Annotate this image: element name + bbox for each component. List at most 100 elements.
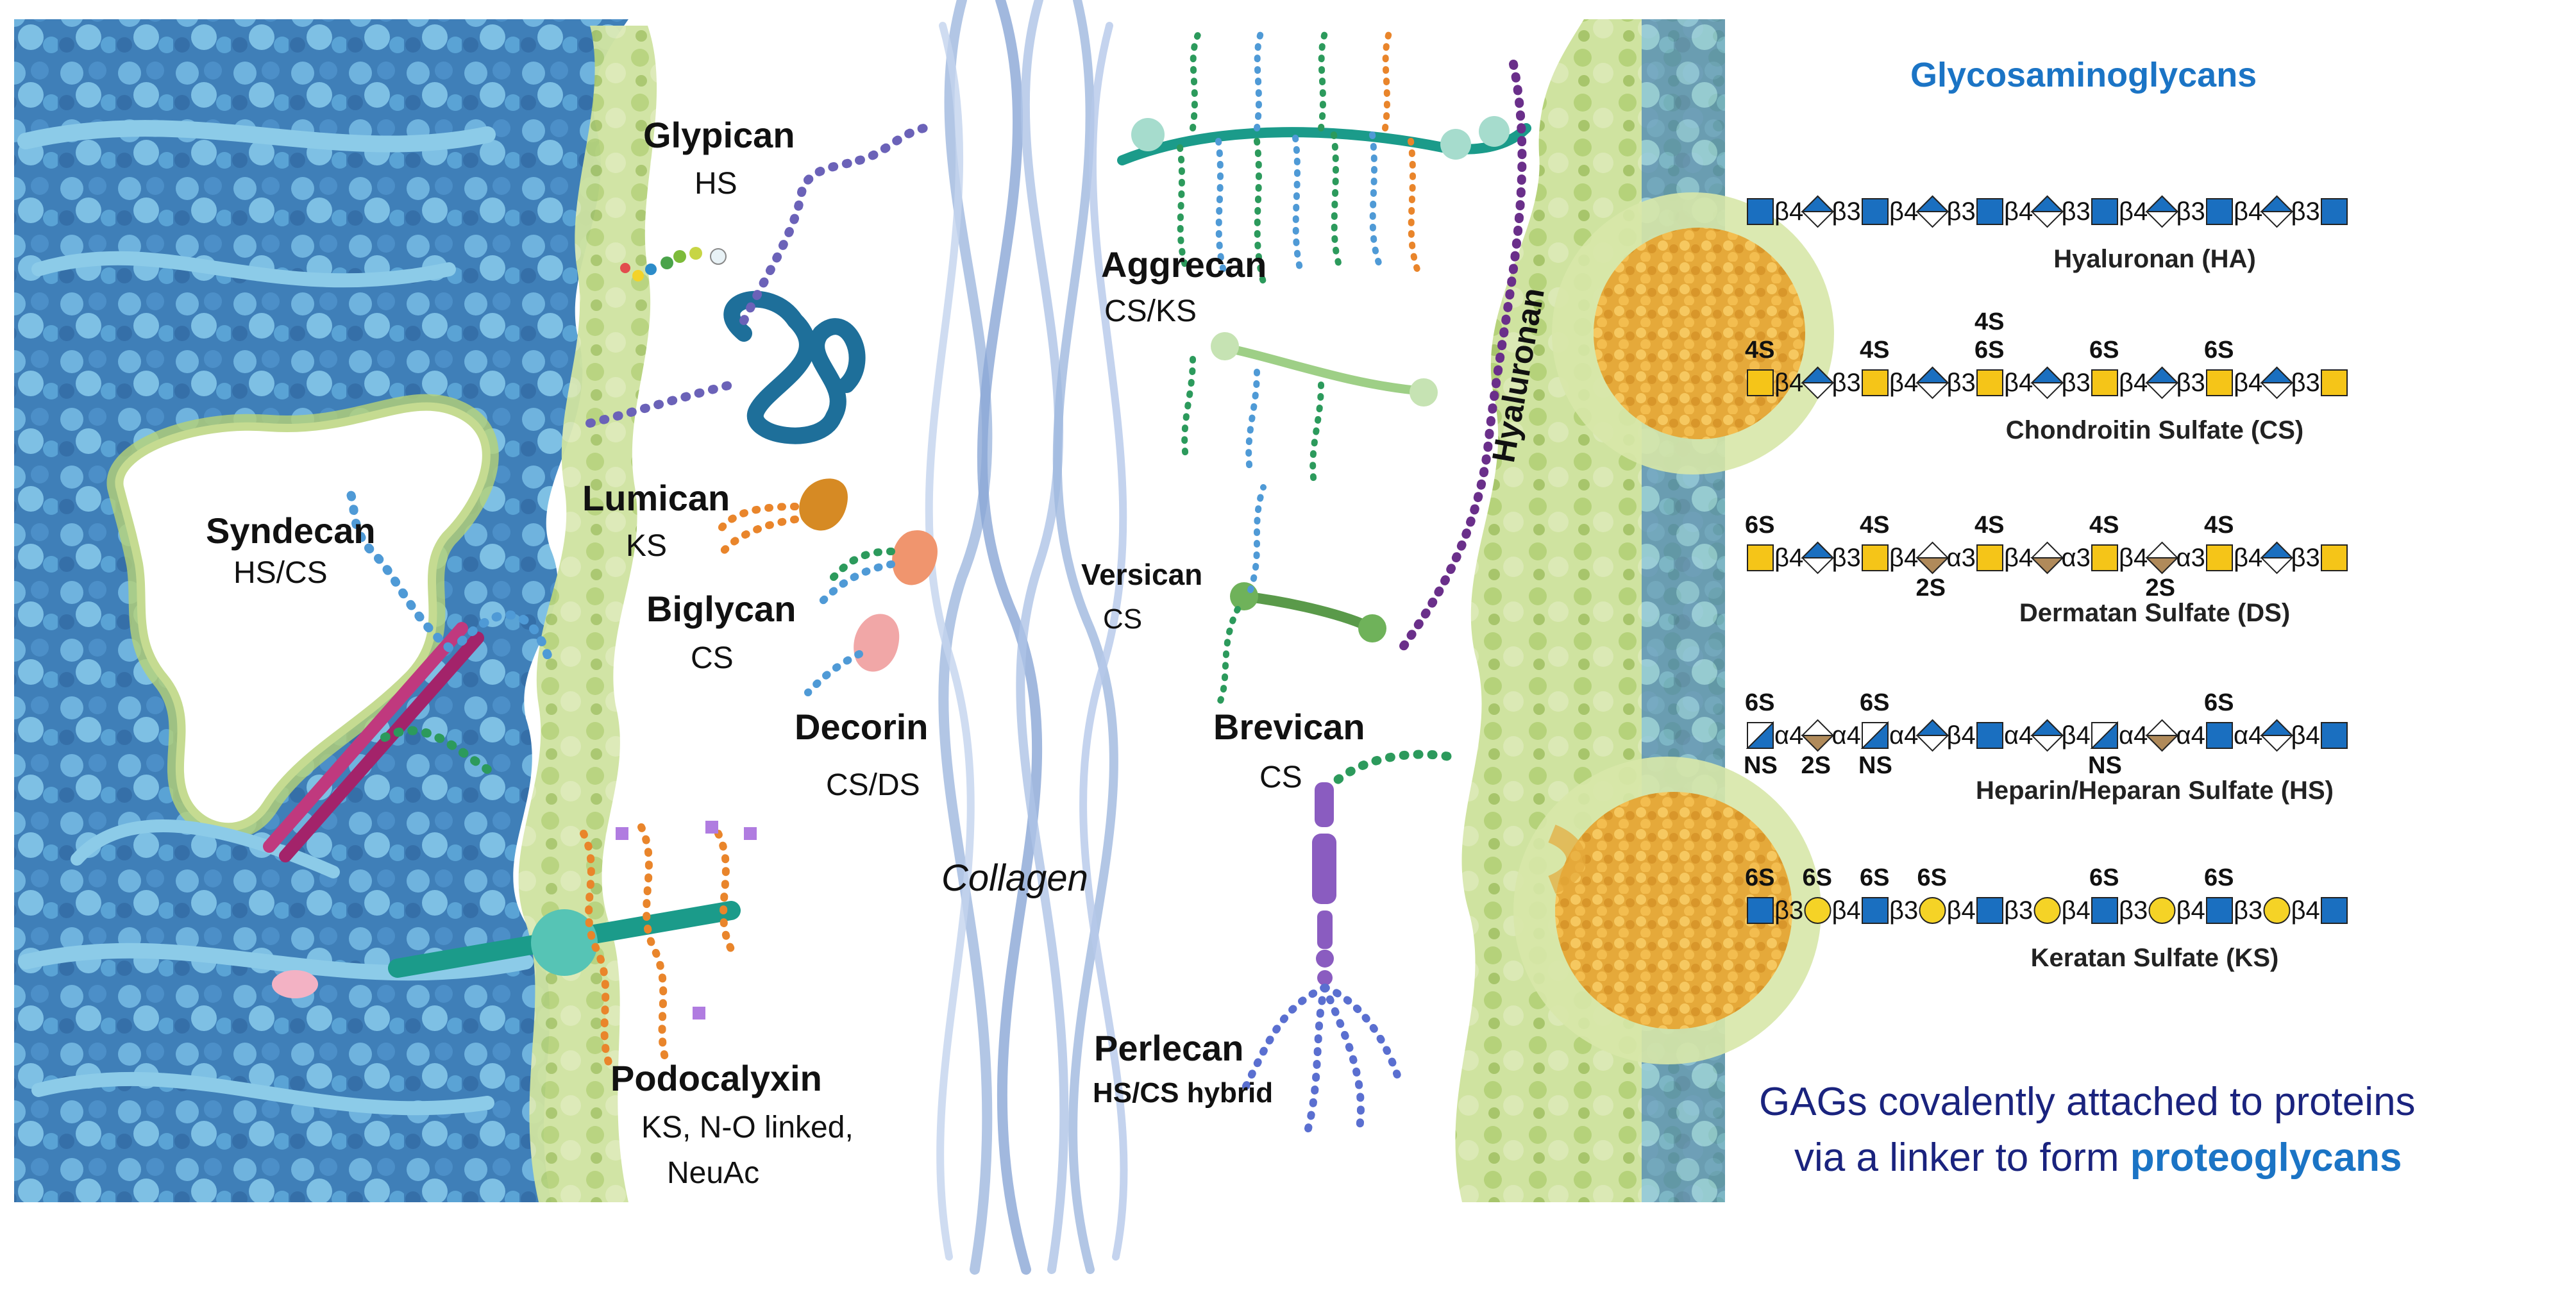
sugar-dia-icon (2260, 719, 2294, 752)
linkage-label: α4 (2119, 721, 2148, 750)
sulfation-mod-label: 6S (1860, 864, 1890, 891)
sugar-dia-icon (1801, 195, 1835, 228)
sugar-sq-icon (2321, 897, 2348, 924)
linkage-label: β3 (1831, 197, 1861, 226)
sulfation-mod-label: 4S (1745, 337, 1775, 364)
linkage-label: β4 (2061, 721, 2091, 750)
sulfation-mod-label: 6S (2204, 864, 2234, 891)
sugar-ysq-icon (2321, 544, 2348, 571)
sugar-ysq-icon (1862, 544, 1889, 571)
linkage-label: β4 (2234, 197, 2263, 226)
sugar-ysq-icon (2206, 544, 2233, 571)
linkage-label: β4 (2291, 896, 2320, 925)
gag-symbol-rows (1746, 195, 2348, 924)
sugar-sq-icon (1976, 897, 2003, 924)
perlecan-glycoprotein (1240, 782, 1402, 1132)
linkage-label: β3 (2291, 544, 2320, 572)
collagen-fibers (925, 0, 1128, 1275)
sulfation-mod-label: NS (1858, 752, 1892, 779)
linkage-label: α4 (2004, 721, 2033, 750)
linkage-label: β3 (2291, 369, 2320, 397)
brevican-gag-label: CS (1259, 760, 1302, 794)
sulfation-mod-label: 6S (2204, 337, 2234, 364)
sugar-ysq-icon (1747, 369, 1774, 396)
versican-glycoprotein (1215, 484, 1386, 709)
syndecan-gag-label: HS/CS (233, 556, 328, 590)
sulfation-mod-label: 6S (2204, 689, 2234, 716)
sugar-sq-icon (1747, 198, 1774, 225)
linkage-label: β4 (2119, 197, 2148, 226)
sugar-yc-icon (2033, 897, 2061, 924)
linkage-label: β4 (1946, 896, 1976, 925)
versican-gag-label: CS (1103, 603, 1143, 635)
sulfation-mod-label: 6S (1917, 864, 1947, 891)
biglycan-label: Biglycan (646, 589, 796, 629)
linkage-label: β3 (1889, 896, 1919, 925)
sugar-sq-icon (2206, 198, 2233, 225)
linkage-label: β4 (2176, 896, 2205, 925)
sugar-sq-icon (1862, 198, 1889, 225)
sulfation-mod-label: NS (2088, 752, 2122, 779)
proteoglycan-note-line2: via a linker to form proteoglycans (1794, 1138, 2402, 1178)
lumican-label: Lumican (582, 478, 730, 518)
linkage-label: β4 (2004, 369, 2033, 397)
linkage-label: β4 (1774, 369, 1804, 397)
linkage-label: α4 (2176, 721, 2205, 750)
glypican-linker-icon (620, 247, 727, 281)
sugar-yc-icon (2148, 897, 2176, 924)
sugar-dia-icon (2145, 195, 2179, 228)
linkage-label: β4 (2234, 369, 2263, 397)
sulfation-mod-label: 6S (1745, 689, 1775, 716)
sugar-dia-icon (2260, 541, 2294, 575)
sulfation-mod-label: 4S (2204, 512, 2234, 539)
sulfation-mod-label: 6S (1860, 689, 1890, 716)
sugar-ysq-icon (2321, 369, 2348, 396)
sugar-sq-icon (2206, 722, 2233, 749)
linkage-label: β4 (2004, 544, 2033, 572)
sulfation-mod-label: 6S (1745, 864, 1775, 891)
sugar-half-icon (2090, 721, 2118, 749)
sugar-dia-icon (2030, 195, 2064, 228)
note-line2-prefix: via a linker to form (1794, 1136, 2130, 1180)
glypican-label: Glypican (643, 115, 795, 155)
sulfation-mod-label: 4S (1860, 512, 1890, 539)
linkage-label: β3 (1831, 544, 1861, 572)
lumican-gag-label: KS (626, 529, 668, 563)
sugar-dia-icon (2260, 366, 2294, 399)
decorin-label: Decorin (795, 707, 929, 747)
sugar-yc-icon (2263, 897, 2291, 924)
sugar-sq-icon (2091, 897, 2118, 924)
sugar-sq-icon (2206, 897, 2233, 924)
sugar-ysq-icon (2091, 369, 2118, 396)
gag-row-name: Dermatan Sulfate (DS) (2019, 599, 2291, 627)
sulfation-mod-label: 6S (1745, 512, 1775, 539)
gag-row-name: Hyaluronan (HA) (2053, 245, 2256, 273)
proteoglycan-note-line1: GAGs covalently attached to proteins (1759, 1080, 2416, 1124)
linkage-label: α4 (1774, 721, 1804, 750)
podocalyxin-gag-label-1: KS, N-O linked, (641, 1111, 854, 1145)
perlecan-label: Perlecan (1094, 1028, 1244, 1068)
linkage-label: β4 (1946, 721, 1976, 750)
brevican-label: Brevican (1213, 707, 1365, 747)
brevican-glycoprotein (1323, 750, 1454, 793)
sugar-ysq-icon (1976, 544, 2003, 571)
sugar-dia-icon (2030, 719, 2064, 752)
sugar-ysq-icon (1747, 544, 1774, 571)
biglycan-glycoprotein (817, 530, 938, 607)
sugar-sq-icon (2091, 198, 2118, 225)
sugar-yc-icon (1804, 897, 1831, 924)
linkage-label: β3 (2119, 896, 2148, 925)
sugar-dia-icon (1915, 366, 1949, 399)
sugar-dia-icon (2030, 366, 2064, 399)
sulfation-mod-label: 6S (2089, 864, 2119, 891)
linkage-label: β4 (1889, 197, 1919, 226)
sugar-half-icon (1746, 721, 1774, 749)
sulfation-mod-label: 2S (1915, 575, 1946, 601)
sugar-tan-icon (2145, 719, 2179, 752)
linkage-label: α3 (2176, 544, 2205, 572)
sulfation-mod-label: 6S (2089, 337, 2119, 364)
left-cell-tissue (14, 19, 657, 1202)
versican-label: Versican (1081, 558, 1203, 591)
linkage-label: α3 (2061, 544, 2091, 572)
